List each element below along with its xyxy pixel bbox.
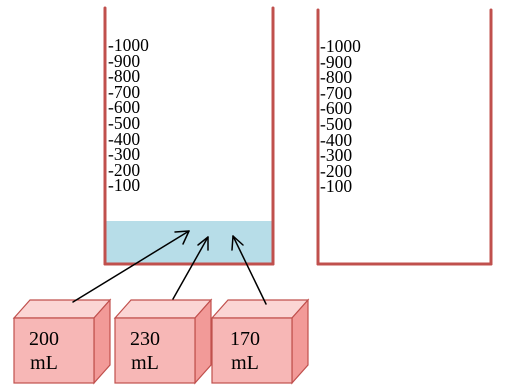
container-box-230 — [113, 298, 213, 385]
scale-mark: -500 — [108, 112, 141, 133]
arrow-box2-to-beaker — [172, 236, 209, 300]
scale-mark: -500 — [320, 113, 353, 134]
scale-mark: -1000 — [108, 35, 149, 55]
container-1-value: 200 — [29, 328, 59, 350]
scale-mark: -800 — [108, 66, 141, 87]
scale-mark: -400 — [108, 128, 141, 149]
container-3-label: 170 mL — [215, 327, 275, 375]
scale-mark: -700 — [108, 81, 141, 102]
container-3-value: 170 — [230, 328, 260, 350]
container-3-unit: mL — [231, 352, 259, 374]
scale-mark: -100 — [108, 175, 141, 196]
scale-mark: -200 — [108, 159, 141, 180]
scale-mark: -800 — [320, 67, 353, 88]
right-beaker — [316, 8, 493, 266]
left-beaker — [103, 6, 275, 266]
container-1-label: 200 mL — [14, 327, 74, 375]
right-beaker-scale: -1000 -900 -800 -700 -600 -500 -400 -300… — [320, 36, 361, 197]
scale-mark: -1000 — [320, 36, 361, 56]
container-box-200 — [12, 298, 112, 385]
scale-mark: -400 — [320, 129, 353, 150]
scale-mark: -200 — [320, 160, 353, 181]
arrow-box3-to-beaker — [231, 235, 267, 305]
scale-mark: -900 — [108, 50, 141, 71]
container-2-unit: mL — [131, 352, 159, 374]
container-2-label: 230 mL — [115, 327, 175, 375]
left-beaker-scale: -1000 -900 -800 -700 -600 -500 -400 -300… — [108, 35, 149, 196]
container-2-value: 230 — [130, 328, 160, 350]
scale-mark: -600 — [320, 98, 353, 119]
scale-mark: -300 — [108, 144, 141, 165]
container-box-170 — [210, 298, 310, 385]
scale-mark: -100 — [320, 176, 353, 197]
scale-mark: -700 — [320, 82, 353, 103]
container-1-unit: mL — [30, 352, 58, 374]
scale-mark: -600 — [108, 97, 141, 118]
left-beaker-liquid — [106, 221, 272, 263]
scale-mark: -300 — [320, 145, 353, 166]
scale-mark: -900 — [320, 51, 353, 72]
arrow-box1-to-beaker — [72, 230, 190, 303]
